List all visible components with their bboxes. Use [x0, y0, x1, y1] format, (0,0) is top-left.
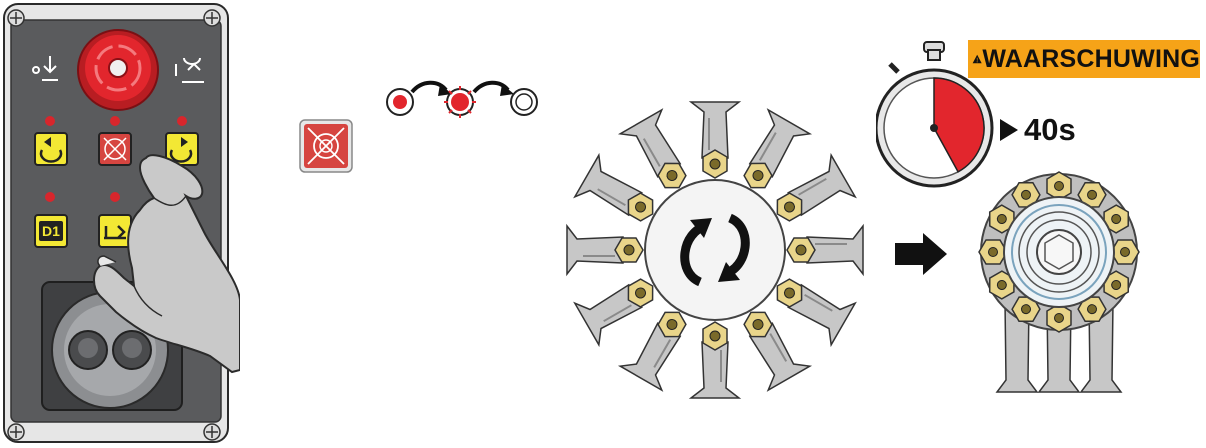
control-panel: D1	[0, 0, 240, 448]
status-led	[45, 116, 55, 126]
d1-button-label: D1	[42, 223, 60, 239]
status-led	[45, 192, 55, 202]
play-triangle-icon	[998, 117, 1020, 143]
status-led	[110, 192, 120, 202]
clamp-nut	[979, 240, 1007, 264]
emergency-stop-button[interactable]	[78, 30, 158, 110]
result-arrow-icon	[893, 231, 949, 277]
warning-triangle-icon	[972, 43, 982, 75]
screw-icon	[8, 424, 24, 440]
led-on-icon	[387, 89, 413, 115]
led-off-icon	[511, 89, 537, 115]
status-led	[110, 116, 120, 126]
lift-rotate-left-button[interactable]	[35, 133, 67, 165]
duration-indicator: 40s	[998, 112, 1076, 148]
clamp-nut	[703, 322, 727, 350]
led-blinking-icon	[444, 86, 476, 118]
screw-icon	[8, 10, 24, 26]
clamp-nut	[1047, 304, 1071, 332]
warning-label: WAARSCHUWING	[982, 45, 1200, 74]
led-state-sequence	[382, 76, 542, 120]
clamp-wheel-rotating	[560, 86, 890, 416]
screw-icon	[204, 10, 220, 26]
clamp-nut	[703, 150, 727, 178]
curved-arrow-icon	[412, 83, 452, 96]
curved-arrow-icon	[474, 83, 514, 96]
clamp-nut	[615, 238, 643, 262]
centering-button-large-icon	[298, 118, 354, 174]
clamp-nut	[787, 238, 815, 262]
clamp-wheel-tightened	[960, 160, 1160, 400]
status-led	[177, 116, 187, 126]
clamp-in-button[interactable]	[99, 215, 131, 247]
screw-icon	[204, 424, 220, 440]
warning-banner: WAARSCHUWING	[968, 40, 1200, 78]
d1-button[interactable]: D1	[35, 215, 67, 247]
clamp-nut	[1111, 240, 1139, 264]
duration-label: 40s	[1024, 112, 1076, 148]
clamp-nut	[1047, 172, 1071, 200]
centering-button[interactable]	[99, 133, 131, 165]
